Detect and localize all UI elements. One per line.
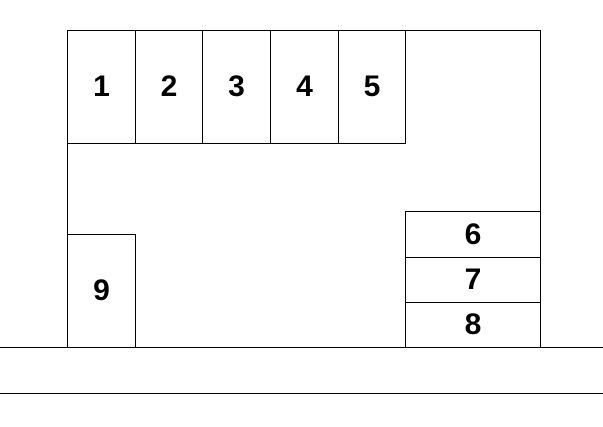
road-upper-line <box>0 347 603 348</box>
space-1: 1 <box>67 30 136 144</box>
space-8: 8 <box>405 302 541 348</box>
space-2-label: 2 <box>160 70 178 103</box>
space-4-label: 4 <box>296 70 313 103</box>
space-8-label: 8 <box>464 308 482 341</box>
road-lower-line <box>0 393 603 394</box>
space-7: 7 <box>405 257 541 303</box>
space-4: 4 <box>270 30 339 144</box>
space-6-label: 6 <box>464 217 482 251</box>
space-5-label: 5 <box>363 70 381 103</box>
space-3: 3 <box>202 30 271 144</box>
outline-left-wall <box>67 30 68 348</box>
outline-right-wall <box>540 30 541 348</box>
space-6: 6 <box>405 211 541 258</box>
space-3-label: 3 <box>228 70 245 103</box>
space-7-label: 7 <box>464 263 482 296</box>
space-9: 9 <box>67 234 136 348</box>
space-5: 5 <box>338 30 406 144</box>
space-1-label: 1 <box>93 70 110 103</box>
space-9-label: 9 <box>93 274 110 307</box>
space-2: 2 <box>135 30 203 144</box>
